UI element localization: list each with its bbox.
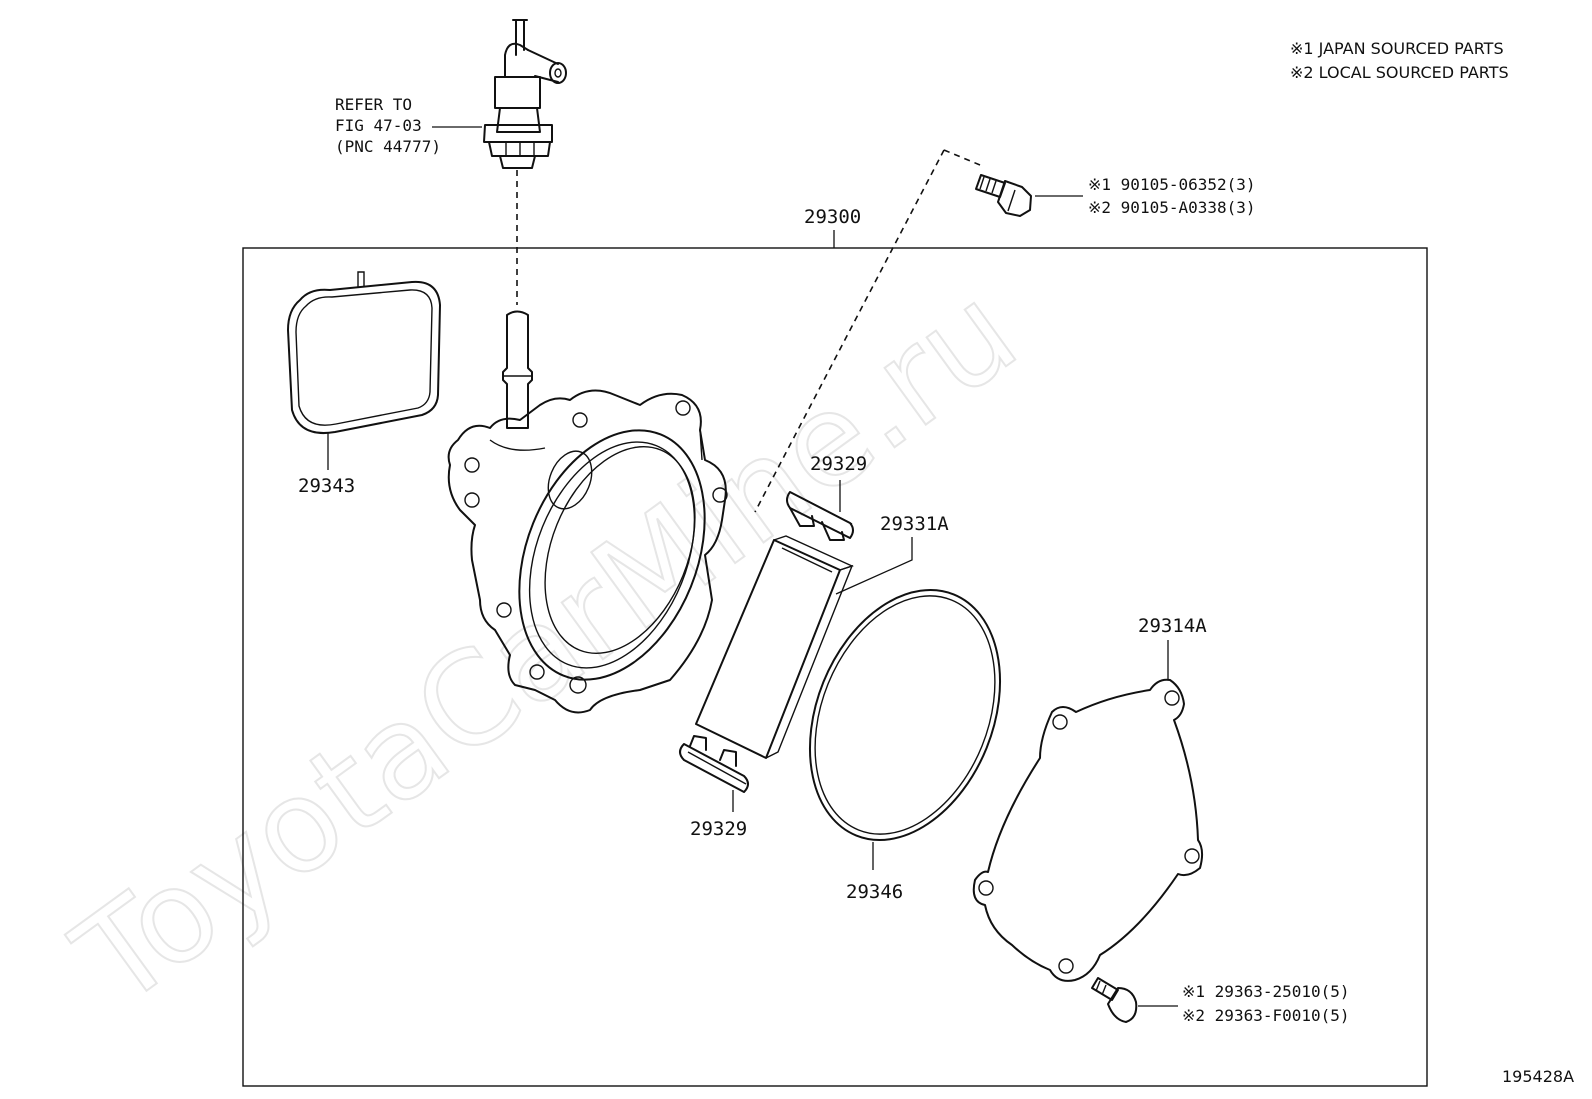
callout-cap-bottom: 29329 xyxy=(690,818,747,840)
callout-vane: 29331A xyxy=(880,513,949,535)
check-valve-drawing xyxy=(483,19,567,169)
vane-drawing xyxy=(695,535,854,759)
o-ring-drawing xyxy=(808,589,1002,841)
plate-drawing xyxy=(972,678,1204,982)
bolt-bottom-japan-pn: ※1 29363-25010(5) xyxy=(1182,982,1350,1001)
inlet-pipe-drawing xyxy=(502,310,533,429)
bolt-top-dash-line xyxy=(754,149,981,513)
reference-line-2: FIG 47-03 xyxy=(335,116,422,135)
reference-line-3: (PNC 44777) xyxy=(335,137,441,156)
cap-top-drawing xyxy=(786,491,854,541)
bolt-bottom-drawing xyxy=(1091,977,1138,1023)
bolt-bottom-local-pn: ※2 29363-F0010(5) xyxy=(1182,1006,1350,1025)
cap-bottom-drawing xyxy=(679,735,749,793)
bolt-top-local-pn: ※2 90105-A0338(3) xyxy=(1088,198,1256,217)
bolt-top-drawing xyxy=(975,174,1032,217)
reference-line-1: REFER TO xyxy=(335,95,412,114)
callout-o-ring: 29346 xyxy=(846,881,903,903)
figure-id: 195428A xyxy=(1502,1067,1574,1086)
gasket-drawing xyxy=(287,271,441,434)
callout-plate: 29314A xyxy=(1138,615,1207,637)
callout-cap-top: 29329 xyxy=(810,453,867,475)
watermark: ToyotaCarMine.ru xyxy=(50,257,1043,1035)
assembly-box xyxy=(242,247,1428,1087)
bolt-top-japan-pn: ※1 90105-06352(3) xyxy=(1088,175,1256,194)
note-local-sourced: ※2 LOCAL SOURCED PARTS xyxy=(1290,63,1509,82)
pump-housing-drawing xyxy=(447,389,728,714)
note-japan-sourced: ※1 JAPAN SOURCED PARTS xyxy=(1290,39,1504,58)
callout-gasket: 29343 xyxy=(298,475,355,497)
vane-leader xyxy=(835,537,913,595)
callout-assembly: 29300 xyxy=(804,206,861,228)
